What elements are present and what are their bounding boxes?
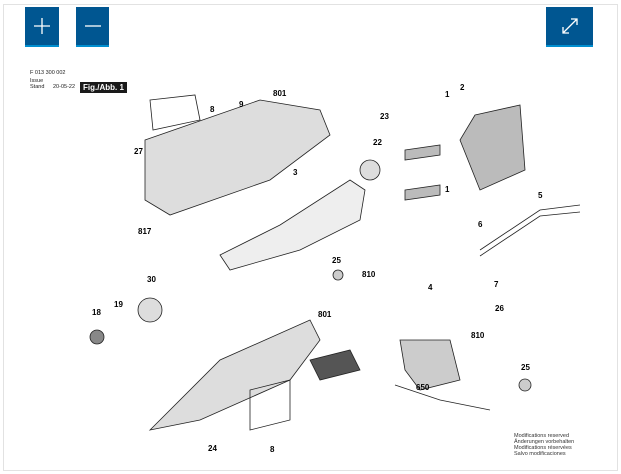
plus-icon <box>34 18 50 34</box>
doc-number: F 013 300 002 <box>30 70 66 76</box>
part-label: 8 <box>210 105 215 114</box>
note-line: Salvo modificaciones <box>514 451 566 457</box>
collet-nut <box>137 297 163 323</box>
note-line: Änderungen vorbehalten <box>514 439 575 445</box>
label-plate <box>149 94 201 131</box>
figure-label: Fig./Abb. 1 <box>80 82 127 93</box>
part-label: 6 <box>478 220 483 229</box>
field-coil <box>459 104 526 191</box>
part-label: 30 <box>147 275 156 284</box>
part-label: 9 <box>239 100 244 109</box>
part-label: 25 <box>332 256 341 265</box>
cable <box>479 204 581 257</box>
armature <box>219 179 366 271</box>
viewer-frame <box>3 4 618 471</box>
switch <box>399 339 461 391</box>
part-label: 26 <box>495 304 504 313</box>
wrench <box>394 384 491 411</box>
part-label: 4 <box>428 283 433 292</box>
parts-drawing <box>89 94 581 431</box>
part-label: 2 <box>460 83 465 92</box>
note-line: Modifications réservées <box>514 445 572 451</box>
issue-label: Issue <box>30 78 44 84</box>
part-label: 650 <box>416 383 430 392</box>
zoom-in-button[interactable] <box>25 7 59 47</box>
part-label: 801 <box>318 310 332 319</box>
modifications-note: Modifications reserved Änderungen vorbeh… <box>514 433 574 457</box>
part-label: 817 <box>138 227 152 236</box>
part-label: 7 <box>494 280 499 289</box>
housing-bottom <box>148 319 321 431</box>
expand-icon <box>561 18 578 34</box>
part-label: 801 <box>273 89 287 98</box>
side-grip <box>309 349 361 381</box>
part-label: 25 <box>521 363 530 372</box>
part-label: 8 <box>270 445 275 454</box>
part-label: 19 <box>114 300 123 309</box>
housing-top <box>144 99 331 216</box>
exploded-diagram-page: F 013 300 002 Issue Stand 20-05-22 Fig./… <box>20 60 610 470</box>
zoom-out-button[interactable] <box>76 7 109 47</box>
part-label: 18 <box>92 308 101 317</box>
fullscreen-button[interactable] <box>546 7 593 47</box>
part-label: 810 <box>471 331 485 340</box>
part-label: 1 <box>445 185 450 194</box>
issue-date: 20-05-22 <box>53 84 76 90</box>
part-label: 5 <box>538 191 543 200</box>
minus-icon <box>84 25 101 27</box>
part-label: 1 <box>445 90 450 99</box>
part-label: 22 <box>373 138 382 147</box>
part-label: 23 <box>380 112 389 121</box>
part-label: 810 <box>362 270 376 279</box>
stand-label: Stand <box>30 84 45 90</box>
part-label: 27 <box>134 147 143 156</box>
note-line: Modifications reserved <box>514 433 570 439</box>
bearing <box>359 159 381 181</box>
part-label: 3 <box>293 168 298 177</box>
part-label: 24 <box>208 444 217 453</box>
